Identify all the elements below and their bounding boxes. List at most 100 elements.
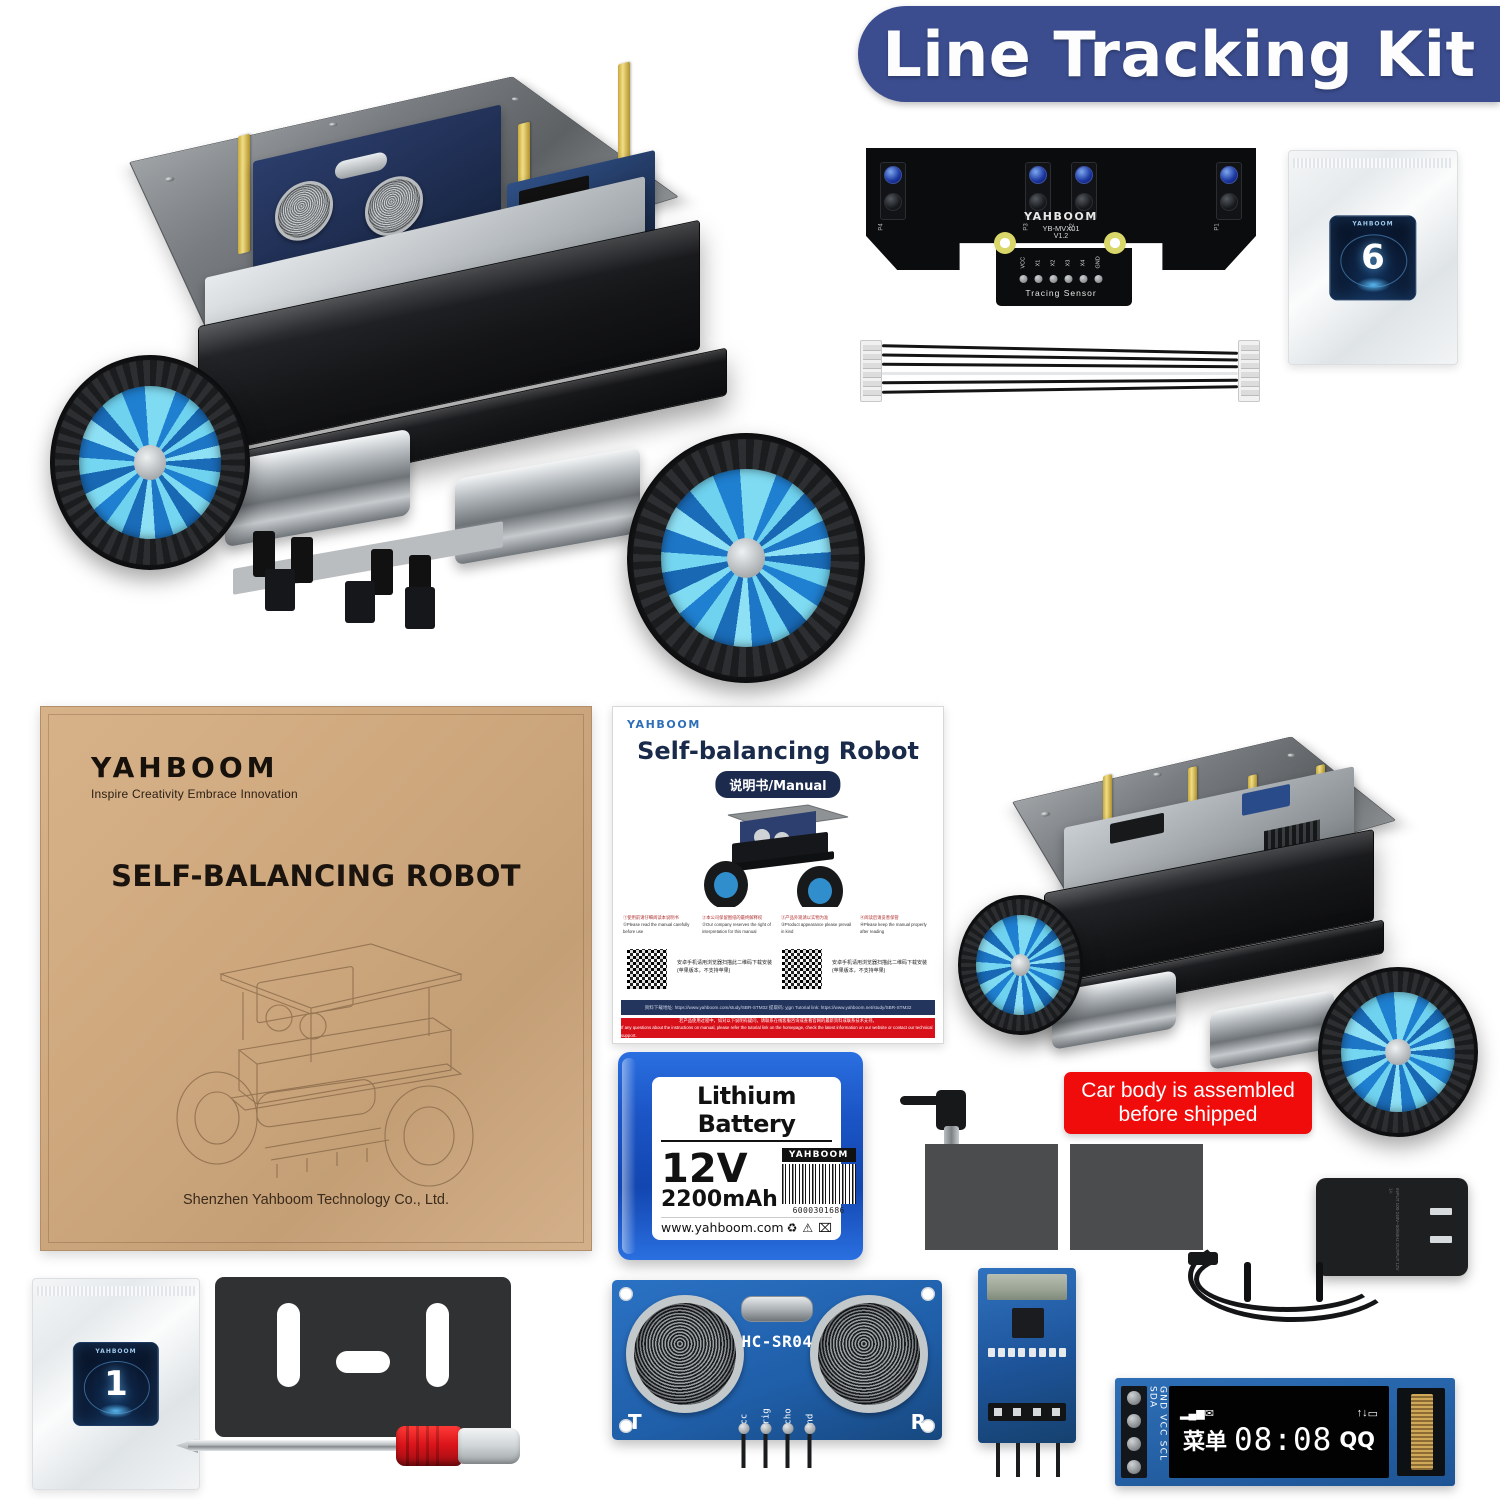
pin-label: X2 <box>1051 258 1057 269</box>
warning-icon: ⚠ <box>802 1221 813 1235</box>
manual-note-cn: ①使用前请仔细阅读本说明书 <box>623 915 696 921</box>
battery-voltage: 12V <box>661 1150 778 1188</box>
right-wheel <box>1318 967 1478 1137</box>
recycle-icon: ♻ <box>787 1221 798 1235</box>
pin-label: GND <box>1096 258 1102 269</box>
cable-tie <box>1316 1262 1323 1302</box>
qr-caption-line1: 安卓手机请用浏览器扫描此二维码下载安装 <box>832 960 927 966</box>
cable-connector-left <box>860 340 882 402</box>
oled-main-row: 菜单 08:08 QQ <box>1178 1422 1380 1458</box>
qr-code <box>625 947 669 991</box>
lithium-battery: Lithium Battery 12V 2200mAh YAHBOOM 6000… <box>618 1052 863 1260</box>
dc-motor <box>1210 990 1334 1070</box>
manual-note-cn: ④阅读后请妥善保管 <box>860 915 933 921</box>
adapter-cord <box>1194 1246 1380 1312</box>
manual-title: Self-balancing Robot <box>613 737 943 765</box>
pin-label: X3 <box>1066 258 1072 269</box>
battery-url: www.yahboom.com <box>661 1220 784 1235</box>
bag-brand: YAHBOOM <box>74 1348 158 1355</box>
wheelie-bin-icon: ⌧ <box>818 1221 832 1235</box>
data-transfer-icon: ↑↓ <box>1357 1407 1368 1419</box>
ir-sensor-p4: P4 <box>880 162 906 220</box>
connecting-cable <box>860 334 1260 416</box>
cable-tie <box>1244 1262 1251 1302</box>
manual-robot-photo <box>688 799 868 907</box>
ultrasonic-sensor-module: HC-SR04 T R Vcc Trig Echo Gnd <box>612 1280 942 1440</box>
pin-label: VCC <box>1021 258 1027 269</box>
bracket-slot <box>426 1303 449 1387</box>
manual-note-en: ②Our company reserves the right of inter… <box>702 922 775 935</box>
left-wheel <box>958 895 1083 1035</box>
transmitter-label: T <box>628 1410 642 1434</box>
oled-pin-labels: GND VCC SCL SDA <box>1151 1386 1164 1478</box>
qr-code <box>780 947 824 991</box>
battery-brand: YAHBOOM <box>782 1148 856 1162</box>
receiver-label: R <box>911 1410 926 1434</box>
ultrasonic-receiver <box>810 1295 928 1413</box>
ultrasonic-transmitter <box>626 1295 744 1413</box>
barcode-number: 6000301686 <box>793 1206 845 1215</box>
cable-connector-right <box>1238 340 1260 402</box>
sonar-transducer <box>275 175 333 246</box>
tracking-sensor-model: YB-MVX01 <box>1024 224 1098 233</box>
qr-caption-line2: (苹果版本，不支持苹果) <box>677 968 730 974</box>
box-robot-line-art <box>161 922 491 1192</box>
oled-flex-connector <box>1397 1388 1445 1476</box>
manual-note: ④阅读后请妥善保管 ④Please keep the manual proper… <box>860 915 933 935</box>
ir-sensor-label: P1 <box>1215 223 1221 230</box>
manual-brand: YAHBOOM <box>627 718 701 731</box>
box-brand: YAHBOOM <box>91 751 279 784</box>
bag-label-card: YAHBOOM 6 <box>1329 215 1416 300</box>
bluetooth-module <box>978 1268 1076 1443</box>
oled-time-text: 08:08 <box>1234 1422 1332 1458</box>
oled-display-module: GND VCC SCL SDA ▂▄▆ ✉ ↑↓ ▭ 菜单 08:08 QQ <box>1115 1378 1455 1486</box>
crystal-oscillator <box>741 1296 813 1322</box>
oled-screen: ▂▄▆ ✉ ↑↓ ▭ 菜单 08:08 QQ <box>1169 1386 1389 1478</box>
battery-mount-bracket <box>215 1277 511 1437</box>
manual-note-en: ①Please read the manual carefully before… <box>623 922 696 935</box>
hero-robot-image <box>55 15 865 685</box>
assembly-notice-sticker: Car body is assembled before shipped <box>1064 1072 1312 1134</box>
left-wheel <box>50 355 250 570</box>
tracking-sensor-pin-labels: VCC X1 X2 X3 X4 GND <box>1018 260 1104 266</box>
bluetooth-chip <box>1012 1308 1044 1338</box>
manual-note: ②本公司保留图纸的最终解释权 ②Our company reserves the… <box>702 915 775 935</box>
pin-leg <box>1016 1443 1020 1477</box>
product-box: YAHBOOM Inspire Creativity Embrace Innov… <box>40 706 592 1251</box>
screwdriver-cap <box>458 1428 520 1464</box>
line-tracking-kit-badge: Line Tracking Kit <box>858 6 1500 102</box>
ir-sensor-label: P4 <box>879 223 885 230</box>
manual-note: ①使用前请仔细阅读本说明书 ①Please read the manual ca… <box>623 915 696 935</box>
pin-leg <box>996 1443 1000 1477</box>
oled-pin-header <box>1121 1386 1147 1478</box>
manual-notes: ①使用前请仔细阅读本说明书 ①Please read the manual ca… <box>623 915 933 935</box>
tracking-sensor-silkscreen: YAHBOOM YB-MVX01 V1.2 <box>1024 210 1098 240</box>
battery-icon: ▭ <box>1368 1407 1378 1420</box>
manual-note: ③产品外观请以实物为准 ③Product appearance please p… <box>781 915 854 935</box>
cable-wires <box>882 346 1238 396</box>
acrylic-plate-2 <box>1070 1144 1203 1250</box>
box-tagline: Inspire Creativity Embrace Innovation <box>91 787 298 801</box>
battery-compliance-icons: ♻ ⚠ ⌧ <box>787 1221 832 1235</box>
oled-menu-text: 菜单 <box>1183 1424 1227 1456</box>
badge-label: Line Tracking Kit <box>882 18 1475 91</box>
mounting-hole <box>921 1287 935 1301</box>
qr-caption: 安卓手机请用浏览器扫描此二维码下载安装 (苹果版本，不支持苹果) <box>677 947 772 975</box>
screwdriver-shaft <box>188 1440 404 1451</box>
bag-brand: YAHBOOM <box>1330 221 1415 228</box>
parts-bag-6: YAHBOOM 6 <box>1288 150 1458 365</box>
warning-en: If any questions about the instructions … <box>621 1024 935 1039</box>
support-post <box>238 134 250 255</box>
manual-warning-bar: 若产品使用过程中，如对以下说明有疑问，请联系在线客服咨询或查看官网的最新资料或联… <box>621 1018 935 1038</box>
bracket-slot <box>336 1351 390 1373</box>
tracking-sensor-version: V1.2 <box>1024 233 1098 240</box>
acrylic-plate-1 <box>925 1144 1058 1250</box>
signal-icon: ▂▄▆ <box>1180 1407 1205 1420</box>
bag-number: 6 <box>1361 238 1385 278</box>
box-logo: YAHBOOM Inspire Creativity Embrace Innov… <box>91 751 298 801</box>
bag-label-card: YAHBOOM 1 <box>73 1342 159 1426</box>
pin-leg <box>1036 1443 1040 1477</box>
tracking-sensor-pin-pads <box>1020 275 1103 283</box>
oled-app-text: QQ <box>1339 1428 1375 1452</box>
